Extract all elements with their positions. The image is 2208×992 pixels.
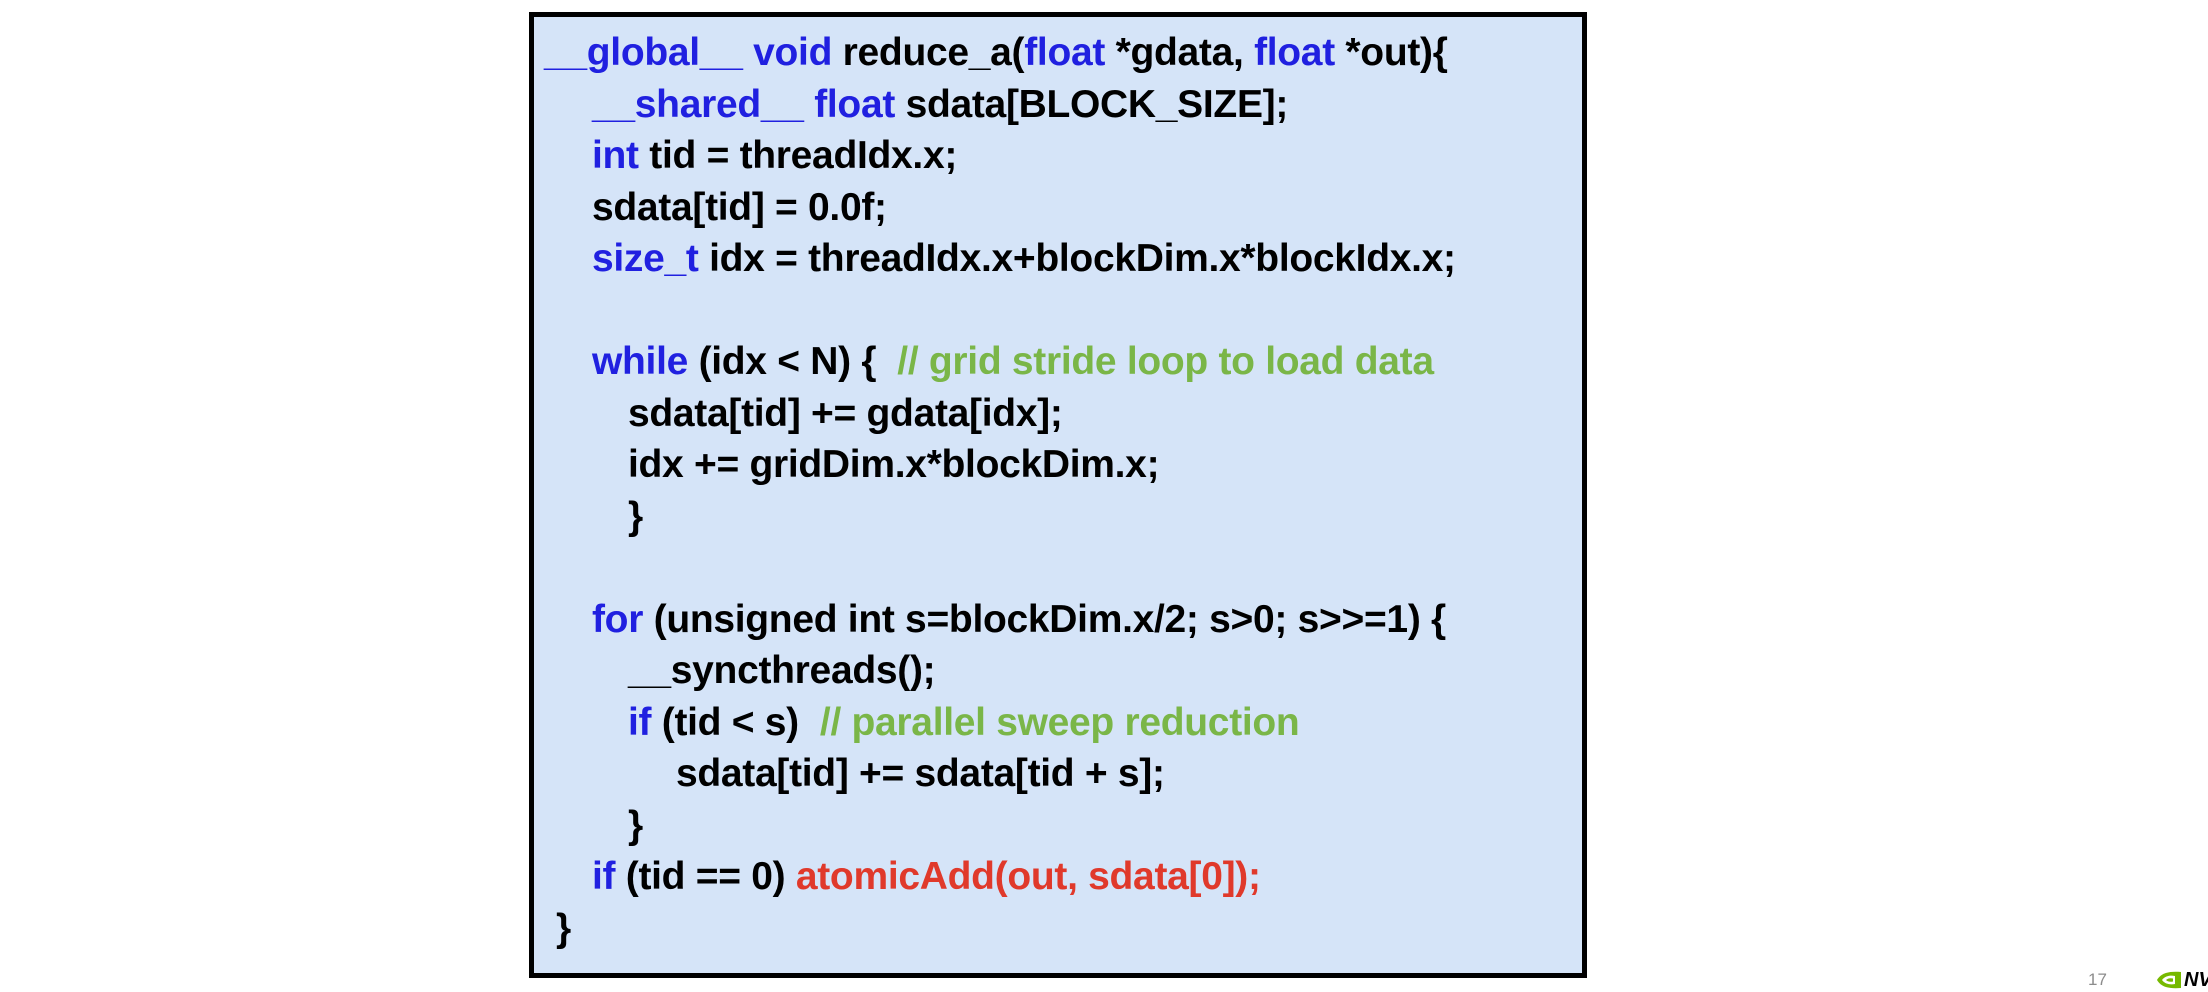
code-highlight: atomicAdd(out, sdata[0]);: [795, 855, 1261, 898]
code-text: __syncthreads();: [628, 649, 936, 692]
code-keyword: while: [592, 340, 689, 383]
code-text: (tid == 0): [615, 855, 796, 898]
code-text: idx = threadIdx.x+blockDim.x*blockIdx.x;: [698, 237, 1456, 280]
code-line: if (tid < s) // parallel sweep reduction: [544, 697, 1582, 749]
code-keyword: float: [814, 82, 896, 126]
code-keyword: if: [628, 700, 652, 744]
code-text: }: [628, 494, 643, 538]
code-text: (unsigned int s=blockDim.x/2; s>0; s>>=1…: [643, 597, 1447, 641]
code-text: tid = threadIdx.x;: [638, 134, 958, 177]
code-line: __global__ void reduce_a(float *gdata, f…: [544, 27, 1582, 79]
code-line: while (idx < N) { // grid stride loop to…: [544, 336, 1582, 388]
code-line: for (unsigned int s=blockDim.x/2; s>0; s…: [544, 594, 1582, 646]
code-text: idx += gridDim.x*blockDim.x;: [628, 443, 1160, 486]
code-text: (tid < s): [651, 700, 820, 744]
code-line: [544, 285, 1582, 337]
code-line: idx += gridDim.x*blockDim.x;: [544, 439, 1582, 491]
code-text: sdata[tid] = 0.0f;: [592, 185, 887, 229]
code-keyword: if: [592, 855, 616, 898]
code-line: }: [544, 903, 1582, 955]
code-text: }: [628, 803, 643, 847]
code-text: sdata[BLOCK_SIZE];: [895, 82, 1289, 126]
code-keyword: __shared__: [592, 82, 804, 126]
code-line: __shared__ float sdata[BLOCK_SIZE];: [544, 79, 1582, 131]
code-text: *gdata,: [1105, 31, 1255, 74]
code-text: (idx < N) {: [688, 340, 898, 383]
code-line: sdata[tid] = 0.0f;: [544, 182, 1582, 234]
code-text: *out){: [1334, 31, 1448, 74]
code-keyword: float: [1024, 31, 1106, 74]
code-keyword: for: [592, 597, 644, 641]
code-keyword: void: [753, 31, 833, 74]
page-number: 17: [2088, 970, 2107, 989]
code-line: if (tid == 0) atomicAdd(out, sdata[0]);: [544, 851, 1582, 903]
code-text: }: [556, 906, 571, 950]
code-block: __global__ void reduce_a(float *gdata, f…: [529, 12, 1587, 978]
nvidia-logo: NVIDIA: [2156, 968, 2208, 992]
code-comment: // grid stride loop to load data: [897, 340, 1434, 383]
code-text: sdata[tid] += gdata[idx];: [628, 391, 1063, 435]
code-text: reduce_a(: [832, 31, 1025, 74]
code-text: sdata[tid] += sdata[tid + s];: [676, 752, 1165, 795]
code-line: }: [544, 491, 1582, 543]
code-line: sdata[tid] += sdata[tid + s];: [544, 748, 1582, 800]
logo-text: NVIDIA: [2184, 968, 2208, 991]
code-line: size_t idx = threadIdx.x+blockDim.x*bloc…: [544, 233, 1582, 285]
code-keyword: size_t: [592, 237, 699, 280]
code-keyword: __global__: [544, 31, 743, 74]
code-keyword: float: [1254, 31, 1335, 74]
code-line: sdata[tid] += gdata[idx];: [544, 388, 1582, 440]
code-line: __syncthreads();: [544, 645, 1582, 697]
code-text: [743, 31, 754, 74]
code-line: [544, 542, 1582, 594]
code-keyword: int: [592, 134, 639, 177]
code-line: int tid = threadIdx.x;: [544, 130, 1582, 182]
code-comment: // parallel sweep reduction: [819, 700, 1300, 744]
nvidia-eye-icon: [2157, 971, 2181, 989]
code-text: [804, 83, 815, 126]
code-line: }: [544, 800, 1582, 852]
